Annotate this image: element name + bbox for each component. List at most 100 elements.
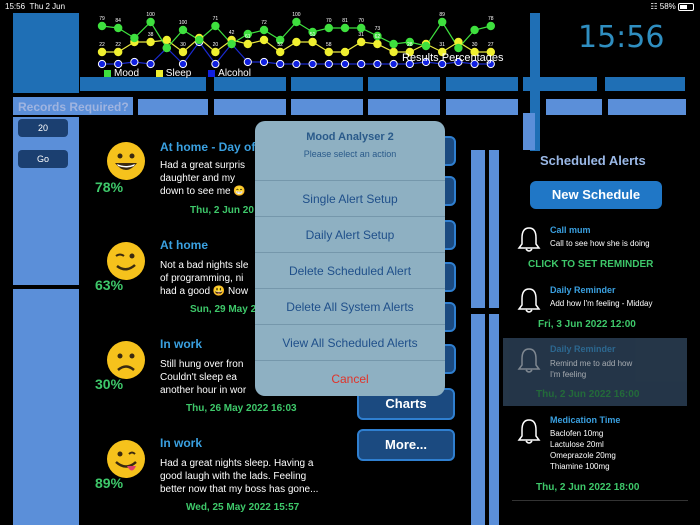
sleep-point [324, 47, 333, 57]
alcohol-point [130, 57, 139, 67]
alert-line: Baclofen 10mg [550, 429, 604, 438]
sleep-point [162, 35, 171, 45]
delete-scheduled-alert-option[interactable]: Delete Scheduled Alert [255, 252, 445, 289]
entry-line: had a good 😃 Now [160, 286, 249, 297]
alcohol-point [243, 57, 252, 67]
entry-percentage: 89% [95, 475, 124, 491]
graph-legend: Mood Sleep Alcohol [104, 68, 251, 79]
top-strip-7 [608, 99, 686, 115]
mid-vertical-3 [471, 314, 485, 525]
alert-date: Fri, 3 Jun 2022 12:00 [538, 319, 636, 330]
alert-item-1[interactable]: Call mum Call to see how she is doing CL… [512, 221, 688, 273]
mood-point [227, 39, 236, 49]
alert-title: Daily Reminder [550, 285, 616, 295]
sleep-data-label: 28 [407, 42, 413, 48]
entry-line: down to see me 😁 [160, 186, 246, 197]
alcohol-point [340, 59, 350, 69]
alcohol-point [324, 59, 333, 69]
mood-data-label: 72 [261, 20, 267, 26]
records-count-field[interactable]: 20 [18, 119, 68, 137]
alert-item-3[interactable]: Daily Reminder Remind me to add how I'm … [503, 338, 687, 406]
mood-point [308, 27, 317, 37]
winking-face-icon [107, 242, 145, 280]
mood-point [130, 33, 139, 43]
mood-data-label: 71 [213, 16, 219, 22]
left-column-lower [13, 289, 79, 525]
daily-alert-setup-option[interactable]: Daily Alert Setup [255, 216, 445, 253]
top-strip-1 [138, 99, 208, 115]
alcohol-point [146, 59, 155, 69]
entry-line: another hour in wor [160, 385, 247, 396]
entry-date: Thu, 2 Jun 20 [190, 205, 254, 216]
sleep-data-label: 58 [326, 42, 332, 48]
sleep-data-label: 52 [277, 42, 283, 48]
alert-item-2[interactable]: Daily Reminder Add how I'm feeling - Mid… [512, 282, 688, 334]
legend-sleep: Sleep [155, 68, 191, 79]
sleep-point [259, 35, 269, 45]
alert-line: Lactulose 20ml [550, 440, 604, 449]
frowning-face-icon [107, 341, 145, 379]
view-all-scheduled-alerts-option[interactable]: View All Scheduled Alerts [255, 324, 445, 361]
alert-item-4[interactable]: Medication Time Baclofen 10mg Lactulose … [512, 411, 688, 501]
entry-date: Wed, 25 May 2022 15:57 [186, 502, 300, 513]
mood-data-label: 84 [115, 18, 121, 24]
scheduled-alerts-title: Scheduled Alerts [540, 153, 646, 168]
entry-line: better now that my boss has gone... [160, 484, 319, 495]
go-button[interactable]: Go [18, 150, 68, 168]
entry-percentage: 63% [95, 277, 124, 293]
delete-all-system-alerts-option[interactable]: Delete All System Alerts [255, 288, 445, 325]
single-alert-setup-option[interactable]: Single Alert Setup [255, 180, 445, 217]
alcohol-point [405, 59, 414, 69]
top-left-block [13, 13, 79, 93]
header-bar-3 [291, 77, 363, 91]
alcohol-point [373, 59, 382, 69]
alert-date: Thu, 2 Jun 2022 18:00 [536, 482, 640, 493]
cancel-option[interactable]: Cancel [255, 360, 445, 396]
mood-data-label: 89 [439, 12, 445, 18]
mood-point [373, 31, 382, 41]
mid-vertical-4 [489, 314, 499, 525]
new-schedule-button[interactable]: New Schedule [530, 181, 662, 209]
left-column [13, 117, 79, 285]
mood-data-label: 73 [375, 26, 381, 32]
sleep-data-label: 61 [245, 34, 251, 40]
mood-point [438, 17, 447, 27]
mood-point [324, 23, 333, 33]
mood-point [421, 41, 431, 51]
sleep-point [389, 47, 398, 57]
records-bar [13, 97, 133, 115]
alert-line: Add how I'm feeling - Midday [550, 299, 653, 308]
sleep-data-label: 27 [488, 42, 494, 48]
mood-data-label: 70 [326, 18, 332, 24]
alcohol-point [178, 59, 188, 69]
top-strip-6 [546, 99, 602, 115]
mood-data-label: 78 [488, 16, 494, 22]
sleep-data-label: 31 [358, 32, 364, 38]
sleep-point [405, 47, 414, 57]
alert-line: Call to see how she is doing [550, 239, 650, 248]
entry-2[interactable]: 63% At home Not a bad nights sle of prog… [95, 235, 340, 323]
entry-percentage: 78% [95, 179, 124, 195]
alert-line: Remind me to add how [550, 359, 633, 368]
entry-4[interactable]: 89% In work Had a great nights sleep. Ha… [95, 433, 340, 521]
mood-data-label: 81 [342, 18, 348, 24]
header-bar-5 [446, 77, 518, 91]
sleep-point [97, 47, 107, 57]
entry-3[interactable]: 30% In work Still hung over fron Couldn'… [95, 334, 340, 422]
status-time-date: 15:56 Thu 2 Jun [5, 2, 66, 11]
alert-line: Thiamine 100mg [550, 462, 610, 471]
entry-title: At home - Day of [160, 140, 256, 154]
entry-1[interactable]: 78% At home - Day of Had a great surpris… [95, 137, 340, 225]
mood-point [211, 21, 220, 31]
entry-line: of programming, ni [160, 273, 244, 284]
alert-title: Medication Time [550, 415, 621, 425]
alcohol-point [454, 57, 463, 67]
more-button[interactable]: More... [357, 429, 455, 461]
top-strip-4 [368, 99, 440, 115]
sleep-point [454, 37, 463, 47]
sleep-point [178, 47, 188, 57]
sleep-point [373, 39, 382, 49]
alert-title: Daily Reminder [550, 344, 616, 354]
alert-title: Call mum [550, 225, 591, 235]
sleep-point [357, 37, 366, 47]
